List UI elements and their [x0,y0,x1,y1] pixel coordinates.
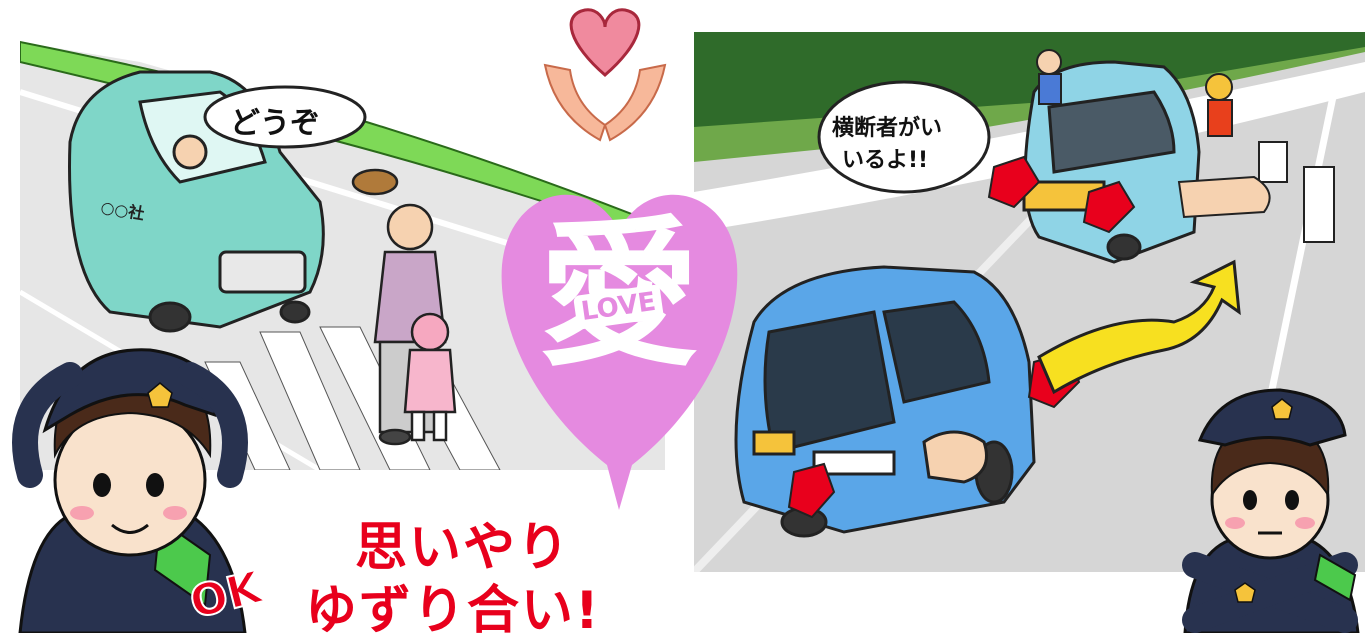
police-officer-ng [1180,385,1360,633]
child [403,312,457,442]
right-panel-illustration [694,32,1365,572]
speech-bubble-warning-line1: 横断者がい [832,116,943,141]
speech-bubble-warning-line2: いるよ!! [842,148,929,173]
police-officer-ok: OK [10,345,268,633]
speech-bubble-douzo: どうぞ [230,106,320,141]
love-heart: 愛 LOVE [497,160,742,515]
slogan-line1: 思いやり [353,517,572,580]
slogan-line2: ゆずり合い! [304,580,601,643]
overtaking-van [734,265,1036,538]
right-panel: 横断者がい いるよ!! [694,32,1365,572]
heart-hands-icon [530,5,680,145]
